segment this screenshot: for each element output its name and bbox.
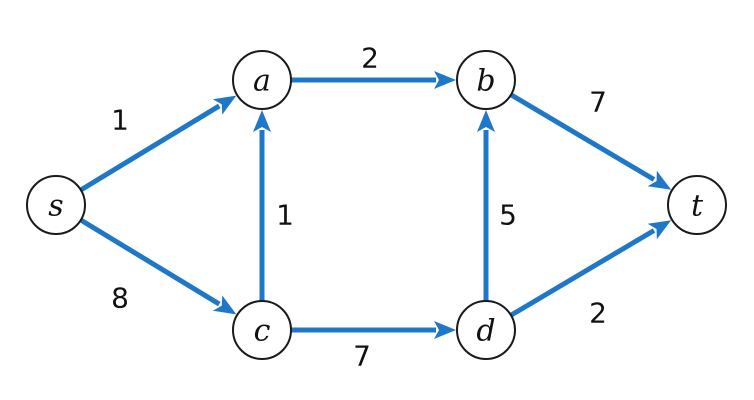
edge-weight-d-t: 2 xyxy=(589,297,607,330)
node-label-s: s xyxy=(48,189,63,224)
node-label-d: d xyxy=(476,314,495,349)
edge-weight-c-a: 1 xyxy=(276,199,294,232)
edge-a-b xyxy=(291,71,456,89)
arrow-head-icon xyxy=(212,295,237,315)
edge-line xyxy=(509,228,656,318)
edge-weight-d-b: 5 xyxy=(499,199,517,232)
edge-line xyxy=(79,103,221,193)
edge-c-a xyxy=(253,110,271,301)
edges-layer xyxy=(79,71,672,339)
node-a: a xyxy=(232,50,292,110)
edge-weight-s-a: 1 xyxy=(111,104,129,137)
node-d: d xyxy=(456,300,516,360)
node-circle xyxy=(456,300,516,360)
arrow-head-icon xyxy=(253,110,271,132)
arrow-head-icon xyxy=(477,110,495,132)
node-label-t: t xyxy=(691,189,704,224)
node-b: b xyxy=(456,50,516,110)
arrow-head-icon xyxy=(647,170,672,190)
node-c: c xyxy=(232,300,292,360)
node-circle xyxy=(26,175,86,235)
node-label-b: b xyxy=(476,64,495,99)
arrow-head-icon xyxy=(647,220,672,240)
node-circle xyxy=(232,300,292,360)
node-circle xyxy=(232,50,292,110)
edge-line xyxy=(509,92,656,182)
arrow-head-icon xyxy=(434,321,456,339)
node-label-c: c xyxy=(254,314,271,349)
node-circle xyxy=(667,175,727,235)
node-label-a: a xyxy=(253,64,271,99)
node-s: s xyxy=(26,175,86,235)
edge-c-d xyxy=(291,321,456,339)
edge-d-b xyxy=(477,110,495,301)
edge-line xyxy=(79,217,221,307)
edge-weight-b-t: 7 xyxy=(589,86,607,119)
edge-weight-c-d: 7 xyxy=(353,340,371,373)
node-circle xyxy=(456,50,516,110)
edge-s-a xyxy=(79,95,237,193)
node-t: t xyxy=(667,175,727,235)
arrow-head-icon xyxy=(212,95,237,115)
edge-weight-s-c: 8 xyxy=(111,282,129,315)
edge-d-t xyxy=(509,220,672,318)
edge-weight-a-b: 2 xyxy=(361,42,379,75)
edge-b-t xyxy=(509,92,672,190)
nodes-layer: s a b c d t xyxy=(26,50,727,360)
edge-s-c xyxy=(79,217,237,315)
arrow-head-icon xyxy=(434,71,456,89)
weights-layer: 1 8 2 1 7 5 7 2 xyxy=(111,42,607,373)
